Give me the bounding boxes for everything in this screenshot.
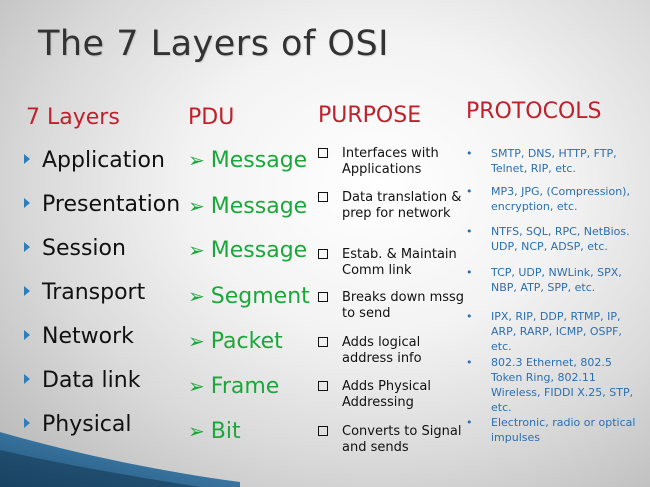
list-item: • SMTP, DNS, HTTP, FTP, Telnet, RIP, etc. bbox=[466, 146, 646, 176]
arrow-bullet-icon: ➢ bbox=[188, 238, 205, 262]
pdu-name: Message bbox=[210, 194, 308, 219]
list-item: ➢Message bbox=[188, 238, 307, 263]
dot-bullet-icon: • bbox=[466, 185, 473, 198]
triangle-bullet-icon bbox=[24, 154, 30, 164]
list-item: Data translation & prep for network bbox=[318, 190, 468, 222]
pdu-name: Segment bbox=[210, 284, 310, 309]
pdu-heading: PDU bbox=[188, 105, 235, 130]
list-item: Data link bbox=[24, 368, 140, 393]
checkbox-bullet-icon bbox=[318, 148, 328, 158]
list-item: • Electronic, radio or optical impulses bbox=[466, 415, 646, 445]
pdu-name: Packet bbox=[210, 329, 283, 354]
layer-name: Physical bbox=[42, 412, 132, 437]
list-item: Session bbox=[24, 236, 126, 261]
list-item: Breaks down mssg to send bbox=[318, 290, 468, 322]
list-item: Transport bbox=[24, 280, 145, 305]
pdu-name: Message bbox=[210, 148, 308, 173]
checkbox-bullet-icon bbox=[318, 192, 328, 202]
dot-bullet-icon: • bbox=[466, 416, 473, 429]
list-item: ➢Frame bbox=[188, 374, 279, 399]
protocol-text: Electronic, radio or optical impulses bbox=[491, 416, 636, 444]
list-item: • TCP, UDP, NWLink, SPX, NBP, ATP, SPP, e… bbox=[466, 265, 646, 295]
arrow-bullet-icon: ➢ bbox=[188, 194, 205, 218]
list-item: Application bbox=[24, 148, 165, 173]
dot-bullet-icon: • bbox=[466, 147, 473, 160]
pdu-name: Bit bbox=[210, 419, 241, 444]
protocol-text: TCP, UDP, NWLink, SPX, NBP, ATP, SPP, et… bbox=[491, 266, 622, 294]
checkbox-bullet-icon bbox=[318, 249, 328, 259]
layer-name: Session bbox=[42, 236, 126, 261]
dot-bullet-icon: • bbox=[466, 266, 473, 279]
purpose-text: Adds Physical Addressing bbox=[342, 379, 431, 410]
layer-name: Data link bbox=[42, 368, 141, 393]
triangle-bullet-icon bbox=[24, 418, 30, 428]
arrow-bullet-icon: ➢ bbox=[188, 284, 205, 308]
checkbox-bullet-icon bbox=[318, 337, 328, 347]
arrow-bullet-icon: ➢ bbox=[188, 329, 205, 353]
purpose-text: Data translation & prep for network bbox=[342, 190, 462, 221]
triangle-bullet-icon bbox=[24, 330, 30, 340]
layer-name: Transport bbox=[42, 280, 146, 305]
dot-bullet-icon: • bbox=[466, 225, 473, 238]
layer-name: Network bbox=[42, 324, 134, 349]
pdu-name: Frame bbox=[210, 374, 280, 399]
list-item: Physical bbox=[24, 412, 132, 437]
layer-name: Presentation bbox=[42, 192, 181, 217]
list-item: ➢Segment bbox=[188, 284, 310, 309]
list-item: • 802.3 Ethernet, 802.5 Token Ring, 802.1… bbox=[466, 355, 646, 415]
dot-bullet-icon: • bbox=[466, 310, 473, 323]
corner-decoration bbox=[0, 432, 240, 487]
triangle-bullet-icon bbox=[24, 374, 30, 384]
purpose-heading: PURPOSE bbox=[318, 103, 422, 128]
list-item: Estab. & Maintain Comm link bbox=[318, 247, 468, 279]
protocols-heading: PROTOCOLS bbox=[466, 99, 602, 124]
protocol-text: MP3, JPG, (Compression), encryption, etc… bbox=[491, 185, 630, 213]
list-item: ➢Message bbox=[188, 148, 307, 173]
purpose-text: Breaks down mssg to send bbox=[342, 290, 465, 321]
list-item: Presentation bbox=[24, 192, 180, 217]
list-item: • MP3, JPG, (Compression), encryption, et… bbox=[466, 184, 646, 214]
arrow-bullet-icon: ➢ bbox=[188, 419, 205, 443]
triangle-bullet-icon bbox=[24, 242, 30, 252]
list-item: Adds logical address info bbox=[318, 335, 468, 367]
purpose-text: Interfaces with Applications bbox=[342, 146, 439, 177]
list-item: ➢Packet bbox=[188, 329, 283, 354]
purpose-text: Adds logical address info bbox=[342, 335, 422, 366]
list-item: Network bbox=[24, 324, 134, 349]
list-item: Interfaces with Applications bbox=[318, 146, 468, 178]
dot-bullet-icon: • bbox=[466, 356, 473, 369]
purpose-text: Converts to Signal and sends bbox=[342, 424, 462, 455]
checkbox-bullet-icon bbox=[318, 381, 328, 391]
list-item: Adds Physical Addressing bbox=[318, 379, 468, 411]
protocol-text: IPX, RIP, DDP, RTMP, IP, ARP, RARP, ICMP… bbox=[491, 310, 622, 353]
arrow-bullet-icon: ➢ bbox=[188, 148, 205, 172]
arrow-bullet-icon: ➢ bbox=[188, 374, 205, 398]
list-item: ➢Bit bbox=[188, 419, 241, 444]
triangle-bullet-icon bbox=[24, 286, 30, 296]
purpose-text: Estab. & Maintain Comm link bbox=[342, 247, 457, 278]
layers-heading: 7 Layers bbox=[26, 105, 120, 130]
list-item: • IPX, RIP, DDP, RTMP, IP, ARP, RARP, ICM… bbox=[466, 309, 646, 354]
list-item: ➢Message bbox=[188, 194, 307, 219]
checkbox-bullet-icon bbox=[318, 426, 328, 436]
protocol-text: NTFS, SQL, RPC, NetBios. UDP, NCP, ADSP,… bbox=[491, 225, 630, 253]
pdu-name: Message bbox=[210, 238, 308, 263]
layer-name: Application bbox=[42, 148, 165, 173]
list-item: • NTFS, SQL, RPC, NetBios. UDP, NCP, ADSP… bbox=[466, 224, 646, 254]
protocol-text: SMTP, DNS, HTTP, FTP, Telnet, RIP, etc. bbox=[491, 147, 617, 175]
list-item: Converts to Signal and sends bbox=[318, 424, 468, 456]
slide-title: The 7 Layers of OSI bbox=[38, 24, 390, 64]
checkbox-bullet-icon bbox=[318, 292, 328, 302]
triangle-bullet-icon bbox=[24, 198, 30, 208]
protocol-text: 802.3 Ethernet, 802.5 Token Ring, 802.11… bbox=[491, 356, 634, 414]
